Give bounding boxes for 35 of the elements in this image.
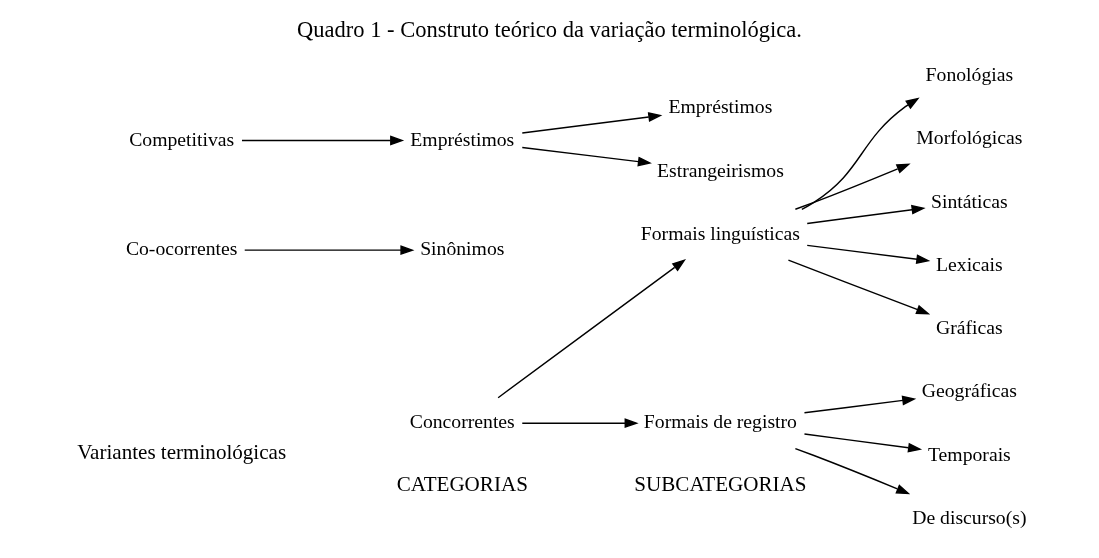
node-text: Lexicais — [936, 252, 1003, 275]
arrow — [521, 112, 663, 134]
arrow — [241, 135, 405, 146]
label: Variantes terminológicas — [77, 440, 287, 465]
node-text: Formais de registro — [643, 410, 797, 433]
label: CATEGORIAS — [396, 472, 528, 497]
arrow — [794, 447, 911, 495]
node-text: Morfológicas — [916, 126, 1023, 149]
arrow — [521, 418, 639, 429]
arrow — [806, 204, 926, 225]
diagram-title: Quadro 1 - Construto teórico da variação terminológica. — [297, 17, 802, 43]
arrow — [801, 97, 920, 210]
node-text: De discurso(s) — [912, 506, 1027, 529]
node-text: Sintáticas — [931, 189, 1008, 212]
node-text: Empréstimos — [410, 127, 515, 150]
arrow — [497, 259, 686, 399]
node-text: Co-ocorrentes — [125, 237, 238, 260]
arrow — [803, 395, 917, 414]
label: SUBCATEGORIAS — [634, 472, 807, 497]
arrow — [794, 163, 911, 210]
node-text: Concorrentes — [409, 410, 515, 433]
node-text: Empréstimos — [668, 95, 773, 118]
arrow — [803, 433, 923, 453]
node-text: Sinônimos — [420, 237, 505, 260]
node-text: Geográficas — [921, 379, 1017, 402]
node-text: Temporais — [927, 442, 1011, 465]
node-text: Estrangeirismos — [656, 158, 784, 181]
node-text: Competitivas — [129, 127, 235, 150]
arrow — [244, 245, 415, 256]
node-text: Formais linguísticas — [640, 221, 800, 244]
node-text: Gráficas — [936, 316, 1003, 339]
node-text: Fonológias — [925, 62, 1014, 85]
arrow — [806, 244, 931, 265]
arrow — [787, 259, 931, 315]
arrow — [521, 146, 652, 167]
